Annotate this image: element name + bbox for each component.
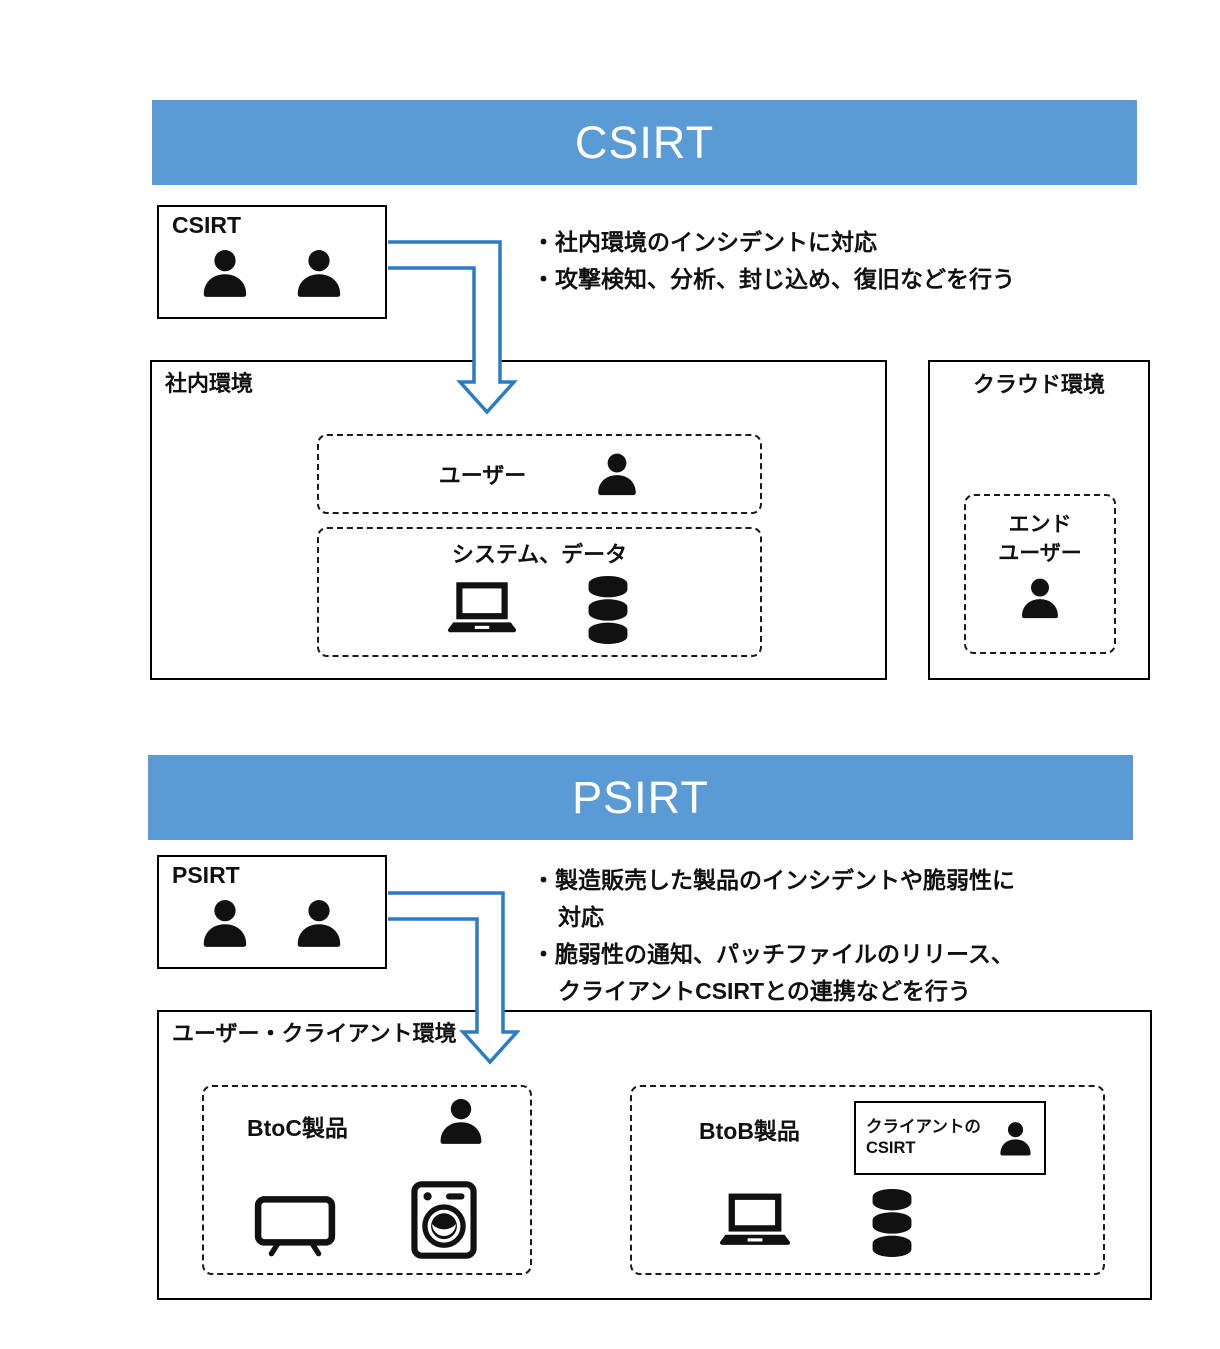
csirt-bullets: ・社内環境のインシデントに対応 ・攻撃検知、分析、封じ込め、復旧などを行う (532, 224, 1172, 298)
client-csirt-label: クライアントの CSIRT (866, 1118, 981, 1157)
person-icon (594, 451, 640, 497)
csirt-banner-title: CSIRT (574, 116, 715, 168)
end-user-zone-label: エンド ユーザー (998, 513, 1082, 565)
laptop-icon (717, 1193, 793, 1249)
person-icon (199, 897, 251, 949)
bullet-line: ・攻撃検知、分析、封じ込め、復旧などを行う (532, 266, 1015, 292)
cloud-env-box: クラウド環境 エンド ユーザー (928, 360, 1150, 680)
user-zone: ユーザー (317, 434, 762, 514)
person-icon (997, 1120, 1034, 1157)
database-icon (864, 1187, 920, 1257)
cloud-env-label: クラウド環境 (972, 372, 1105, 397)
psirt-banner-title: PSIRT (572, 771, 709, 823)
psirt-team-icons (159, 887, 385, 967)
bullet-line: クライアントCSIRTとの連携などを行う (558, 978, 971, 1004)
system-data-icons (445, 569, 635, 655)
end-user-zone: エンド ユーザー (964, 494, 1116, 654)
person-icon (293, 897, 345, 949)
laptop-icon (445, 581, 519, 637)
person-icon (293, 247, 345, 299)
psirt-flow-arrow-icon (388, 891, 520, 1065)
internal-env-box: 社内環境 ユーザー システム、データ (150, 360, 887, 680)
bullet-line: ・脆弱性の通知、パッチファイルのリリース、 (532, 941, 1014, 967)
csirt-team-box: CSIRT (157, 205, 387, 319)
system-data-zone-label: システム、データ (451, 542, 628, 567)
psirt-banner: PSIRT (148, 755, 1133, 840)
csirt-team-icons (159, 237, 385, 317)
csirt-banner: CSIRT (152, 100, 1137, 185)
bullet-line: ・製造販売した製品のインシデントや脆弱性に (532, 867, 1015, 893)
client-env-label: ユーザー・クライアント環境 (172, 1021, 457, 1046)
person-icon (199, 247, 251, 299)
btob-zone: BtoB製品 クライアントの CSIRT (630, 1085, 1105, 1275)
btob-zone-label: BtoB製品 (699, 1118, 800, 1144)
database-icon (581, 574, 635, 644)
user-zone-label: ユーザー (438, 463, 527, 488)
psirt-team-label: PSIRT (172, 862, 240, 888)
person-icon (1018, 576, 1062, 620)
btoc-zone-label: BtoC製品 (247, 1115, 348, 1141)
internal-env-label: 社内環境 (165, 371, 254, 396)
person-icon (436, 1096, 486, 1146)
tv-icon (254, 1195, 336, 1257)
bullet-line: 対応 (558, 904, 604, 930)
client-csirt-box: クライアントの CSIRT (854, 1101, 1046, 1175)
psirt-team-box: PSIRT (157, 855, 387, 969)
btoc-zone: BtoC製品 (202, 1085, 532, 1275)
client-env-box: ユーザー・クライアント環境 BtoC製品 (157, 1010, 1152, 1300)
bullet-line: ・社内環境のインシデントに対応 (532, 229, 877, 255)
csirt-team-label: CSIRT (172, 212, 241, 238)
psirt-bullets: ・製造販売した製品のインシデントや脆弱性に 対応 ・脆弱性の通知、パッチファイル… (532, 862, 1192, 1010)
system-data-zone: システム、データ (317, 527, 762, 657)
washing-machine-icon (411, 1181, 477, 1259)
csirt-flow-arrow-icon (388, 240, 518, 415)
